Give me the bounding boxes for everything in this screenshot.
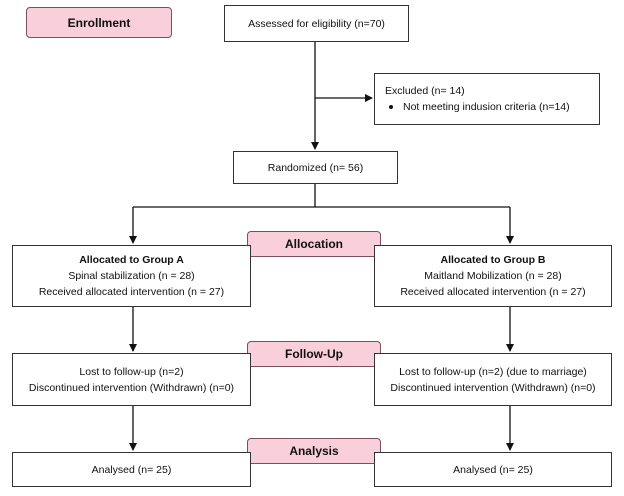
group-b-analysis-box: Analysed (n= 25) — [374, 452, 612, 487]
group-a-allocation-line: Spinal stabilization (n = 28) — [68, 270, 195, 282]
group-a-followup-line: Discontinued intervention (Withdrawn) (n… — [28, 381, 235, 394]
group-a-allocation-line: Received allocated intervention (n = 27) — [38, 286, 225, 298]
excluded-title: Excluded (n= 14) — [385, 85, 465, 97]
excluded-item-text: Not meeting indusion criteria (n=14) — [403, 101, 570, 113]
stage-allocation: Allocation — [247, 231, 381, 257]
stage-analysis: Analysis — [247, 438, 381, 464]
group-b-followup-box: Lost to follow-up (n=2) (due to marriage… — [374, 353, 612, 406]
stage-follow-up: Follow-Up — [247, 341, 381, 367]
edge-randomized-split — [133, 184, 510, 208]
group-b-allocation-title: Allocated to Group B — [440, 254, 546, 266]
group-a-analysis-box: Analysed (n= 25) — [12, 452, 251, 487]
stage-enrollment: Enrollment — [26, 7, 172, 38]
group-a-followup-line: Lost to follow-up (n=2) — [79, 365, 184, 378]
assessed-text: Assessed for eligibility (n=70) — [248, 17, 385, 30]
group-b-analysis-text: Analysed (n= 25) — [453, 463, 533, 476]
group-b-followup-line: Lost to follow-up (n=2) (due to marriage… — [399, 365, 587, 378]
randomized-text: Randomized (n= 56) — [267, 161, 364, 174]
excluded-box: Excluded (n= 14) Not meeting indusion cr… — [374, 73, 600, 125]
group-b-allocation-box: Allocated to Group B Maitland Mobilizati… — [374, 245, 612, 307]
group-b-allocation-line: Received allocated intervention (n = 27) — [400, 286, 586, 298]
group-a-analysis-text: Analysed (n= 25) — [91, 463, 172, 476]
bullet-icon — [389, 105, 393, 109]
group-b-allocation-line: Maitland Mobilization (n = 28) — [424, 270, 562, 282]
excluded-item: Not meeting indusion criteria (n=14) — [385, 99, 570, 115]
group-a-allocation-title: Allocated to Group A — [79, 254, 184, 266]
assessed-box: Assessed for eligibility (n=70) — [224, 5, 409, 42]
randomized-box: Randomized (n= 56) — [233, 151, 398, 184]
group-a-followup-box: Lost to follow-up (n=2) Discontinued int… — [12, 353, 251, 406]
group-b-followup-line: Discontinued intervention (Withdrawn) (n… — [390, 381, 596, 394]
group-a-allocation-box: Allocated to Group A Spinal stabilizatio… — [12, 245, 251, 307]
